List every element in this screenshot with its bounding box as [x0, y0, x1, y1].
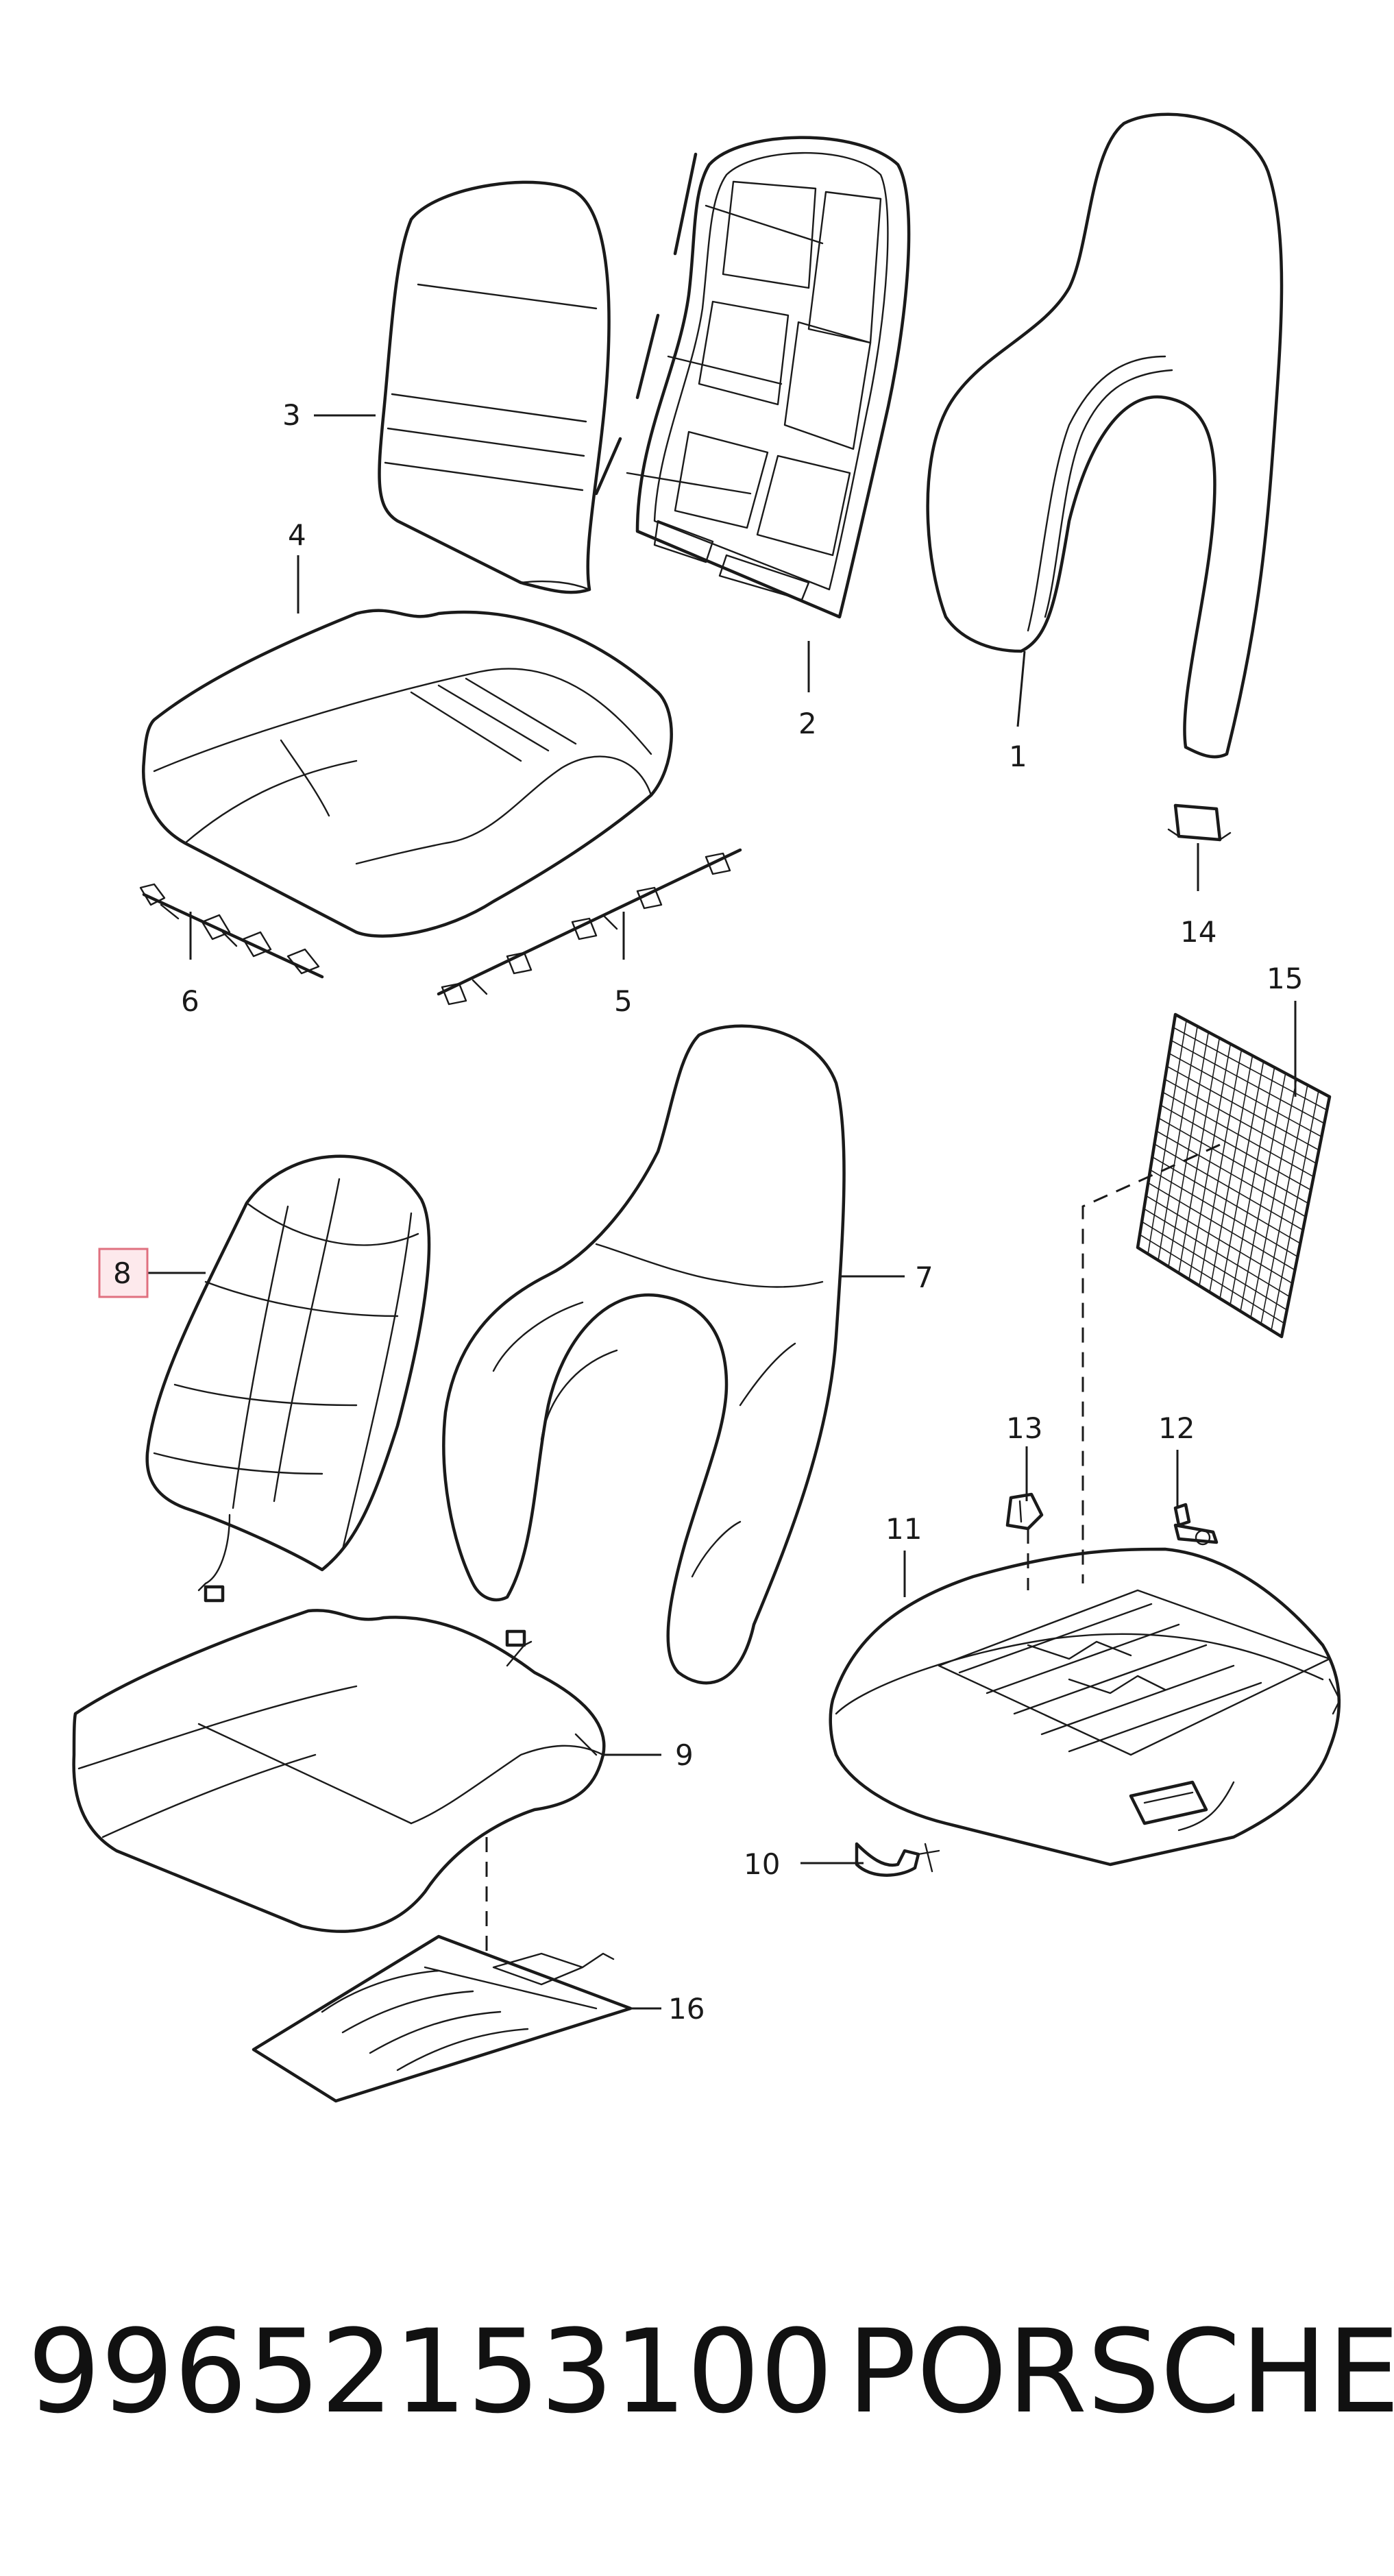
- part-13-connector: [1005, 1492, 1044, 1531]
- callout-14: 14: [1180, 915, 1216, 949]
- callout-6: 6: [181, 984, 199, 1018]
- mesh-line: [1147, 1020, 1187, 1254]
- callout-10: 10: [744, 1847, 780, 1881]
- part-3-backrest-cover: [378, 180, 611, 594]
- brand-name: PORSCHE: [847, 2305, 1394, 2439]
- callout-11: 11: [885, 1512, 922, 1546]
- mesh-line: [1271, 1091, 1319, 1330]
- assembly-dashed-lines: [485, 1143, 1221, 1954]
- part-15-heating-mat: [1136, 1012, 1332, 1339]
- part-number: 99652153100: [27, 2305, 833, 2439]
- part-12-plug: [1173, 1503, 1219, 1546]
- part-1-backrest-bolster: [926, 112, 1284, 759]
- callout-1: 1: [1009, 740, 1027, 773]
- mesh-line: [1219, 1061, 1264, 1299]
- part-7-backrest-bolster: [442, 1024, 846, 1685]
- callout-labels: 3 4 2 1 14 6 5 15 7 8 13 12 11 9 10 16: [113, 398, 1303, 2026]
- callout-7: 7: [915, 1261, 933, 1294]
- mesh-line: [1199, 1049, 1243, 1286]
- callout-15: 15: [1267, 962, 1303, 995]
- callout-3: 3: [282, 398, 301, 432]
- mesh-line: [1240, 1073, 1286, 1312]
- part-2-backrest-frame: [594, 136, 911, 619]
- part-6-clip-rail: [139, 883, 324, 979]
- mesh-line: [1158, 1026, 1198, 1261]
- part-9-seat-cushion-cover: [72, 1609, 606, 1933]
- callout-8: 8: [113, 1256, 132, 1290]
- mesh-line: [1188, 1043, 1232, 1280]
- mesh-line: [1209, 1055, 1254, 1293]
- part-16-heating-mat: [252, 1934, 633, 2103]
- part-8-backrest-center-cover: [145, 1154, 431, 1603]
- part-14-clip: [1167, 803, 1232, 842]
- mesh-line: [1260, 1084, 1308, 1324]
- part-5-clip-rail: [437, 848, 742, 1006]
- mesh-line: [1178, 1038, 1221, 1274]
- part-11-seat-pan: [829, 1547, 1341, 1867]
- callout-2: 2: [798, 707, 817, 740]
- callout-5: 5: [614, 984, 633, 1018]
- callout-12: 12: [1158, 1411, 1195, 1445]
- mesh-line: [1168, 1032, 1210, 1267]
- callout-4: 4: [288, 518, 306, 552]
- leader-lines: [145, 414, 1297, 2010]
- callout-13: 13: [1006, 1411, 1042, 1445]
- highlight-box: [98, 1248, 149, 1298]
- mesh-line: [1230, 1067, 1275, 1305]
- callout-9: 9: [675, 1738, 694, 1772]
- part-4-seat-cushion-cover: [142, 609, 673, 938]
- mesh-line: [1250, 1079, 1297, 1318]
- part-10-clip: [855, 1842, 940, 1877]
- callout-16: 16: [668, 1992, 705, 2026]
